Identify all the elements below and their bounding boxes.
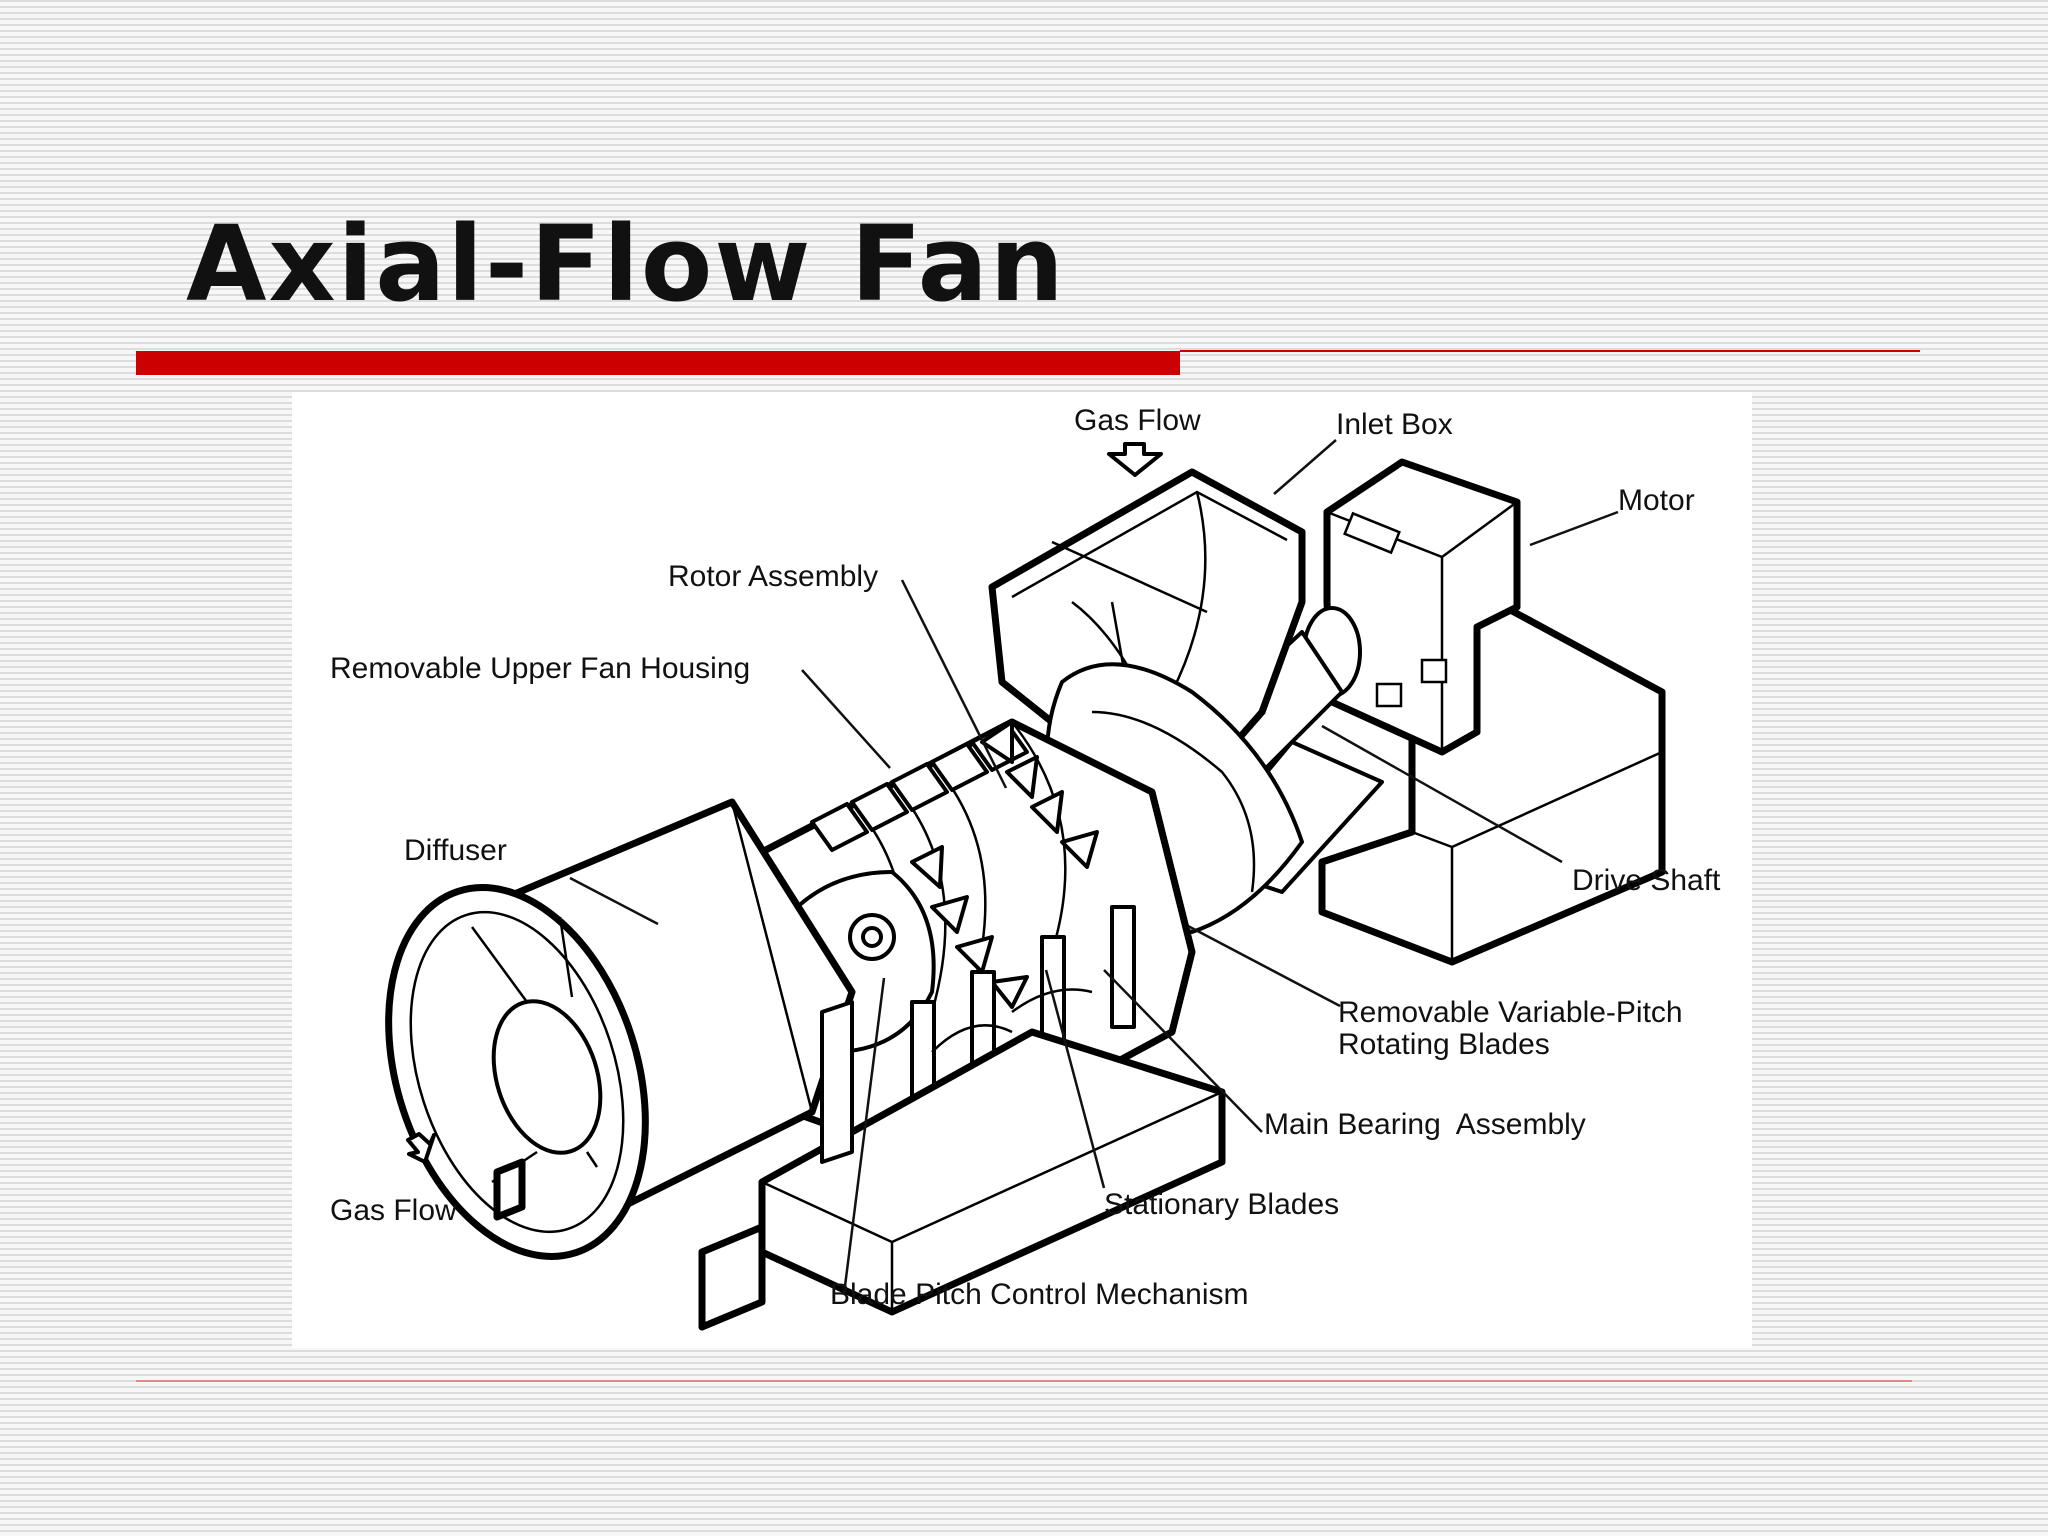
label-variable-pitch-line2: Rotating Blades — [1338, 1028, 1550, 1061]
label-gas-flow-out: Gas Flow — [330, 1194, 457, 1227]
leader-lines — [569, 439, 1619, 1295]
diffuser-foot-left — [493, 1158, 526, 1221]
fan-diagram: Gas Flow Inlet Box Motor Rotor Assembly … — [292, 392, 1752, 1348]
fan-diagram-drawing: Gas Flow Inlet Box Motor Rotor Assembly … — [330, 404, 1721, 1331]
gas-flow-in-arrow-icon — [1107, 442, 1163, 477]
diffuser-foot-right — [698, 1223, 766, 1331]
label-rotor-assembly: Rotor Assembly — [668, 560, 878, 593]
label-drive-shaft: Drive Shaft — [1572, 864, 1721, 897]
label-upper-fan-housing: Removable Upper Fan Housing — [330, 652, 750, 685]
label-motor: Motor — [1618, 484, 1695, 517]
label-main-bearing: Main Bearing Assembly — [1264, 1108, 1586, 1141]
gas-flow-out-arrow-icon — [406, 1132, 436, 1164]
label-gas-flow-in: Gas Flow — [1074, 404, 1201, 437]
footer-divider — [136, 1380, 1912, 1382]
label-stationary-blades: Stationary Blades — [1104, 1188, 1339, 1221]
label-blade-pitch-control: Blade Pitch Control Mechanism — [830, 1278, 1249, 1311]
title-underline-thin — [1180, 350, 1920, 352]
label-inlet-box: Inlet Box — [1336, 408, 1453, 441]
label-diffuser: Diffuser — [404, 834, 507, 867]
slide-title: Axial-Flow Fan — [186, 203, 1066, 325]
label-variable-pitch-line1: Removable Variable-Pitch — [1338, 996, 1683, 1029]
diffuser-center-body — [491, 999, 603, 1155]
rotating-blades — [910, 720, 1099, 1009]
title-underline-thick — [136, 351, 1180, 375]
